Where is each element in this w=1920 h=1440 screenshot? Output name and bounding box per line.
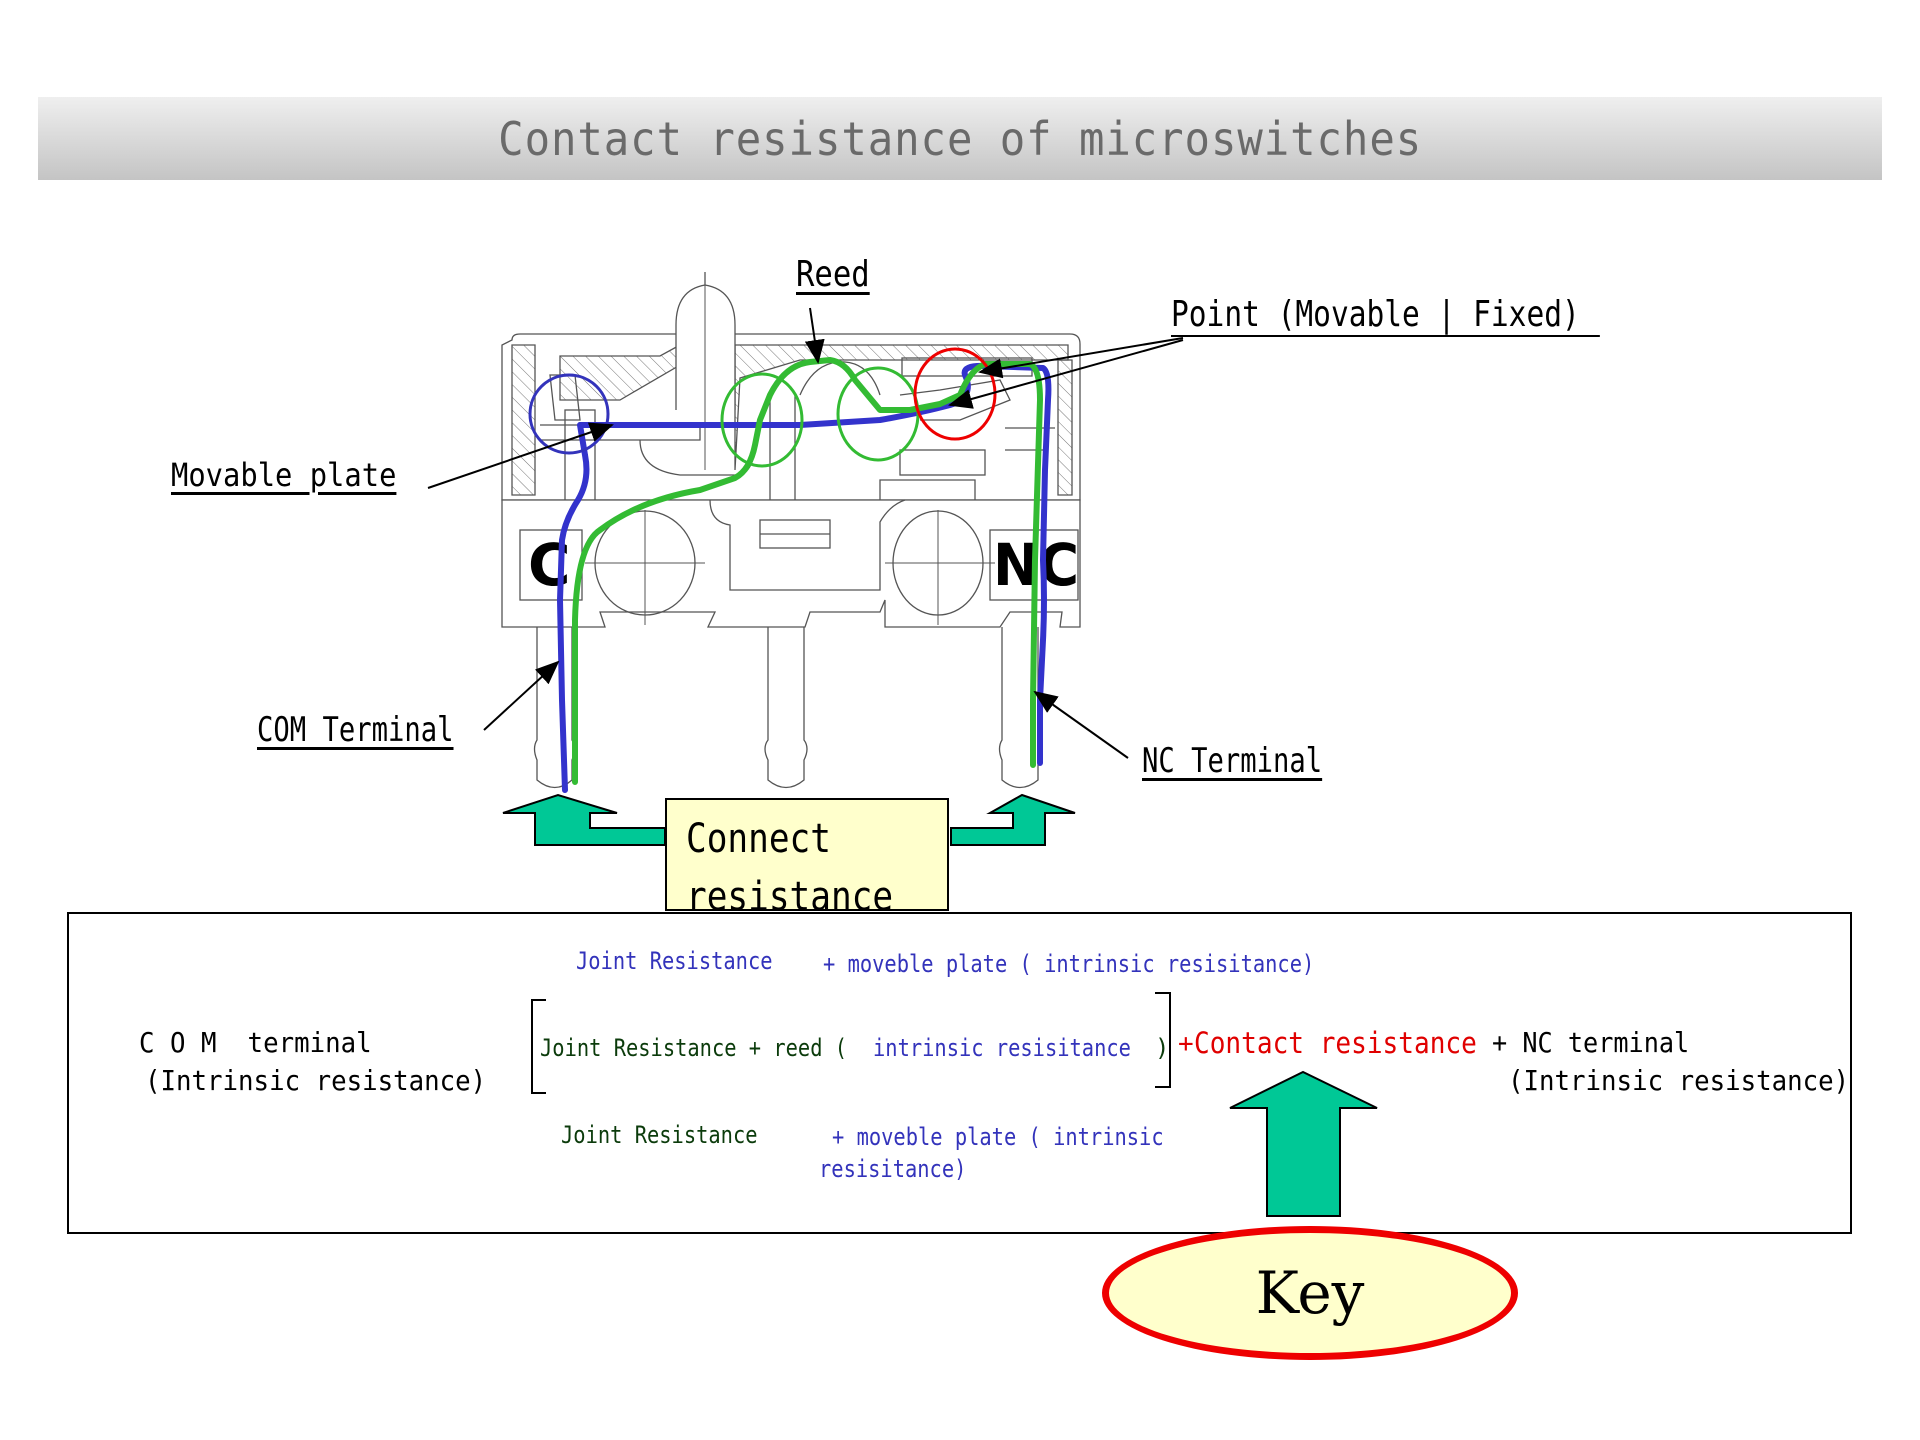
middle-joint-reed: Joint Resistance + reed ( — [540, 1034, 848, 1062]
top-moveble-plate: + moveble plate ( intrinsic resisitance) — [823, 950, 1315, 978]
leader-movable-plate — [427, 422, 614, 489]
contact-resistance: Contact resistance — [1194, 1026, 1477, 1060]
label-reed: Reed — [796, 254, 870, 295]
com-terminal-label: C O M terminal — [139, 1026, 372, 1059]
bottom-moveble-plate: + moveble plate ( intrinsic — [832, 1123, 1164, 1151]
title-bar: Contact resistance of microswitches — [38, 97, 1882, 180]
com-terminal-intrinsic: (Intrinsic resistance) — [145, 1064, 487, 1097]
leader-point-2 — [948, 339, 1184, 409]
plus-nc-terminal: + NC terminal — [1492, 1026, 1690, 1059]
highlight-joint-1 — [720, 372, 804, 468]
leader-nc-terminal — [1033, 690, 1129, 759]
label-point: Point (Movable | Fixed) — [1171, 294, 1600, 337]
highlight-contact-point — [913, 347, 997, 441]
arrow-from-key — [1229, 1070, 1378, 1217]
com-terminal-pin — [533, 627, 576, 789]
middle-intrinsic-resistance: intrinsic resisitance — [873, 1034, 1131, 1062]
formula-box — [67, 912, 1852, 1234]
middle-terminal-pin — [764, 627, 808, 789]
nc-terminal-intrinsic: (Intrinsic resistance) — [1508, 1064, 1850, 1097]
highlight-movable-plate — [528, 373, 610, 455]
arrow-to-nc-terminal — [950, 793, 1076, 846]
leader-com-terminal — [483, 660, 560, 731]
top-joint-resistance: Joint Resistance — [576, 947, 773, 975]
key-ellipse: Key — [1102, 1226, 1518, 1360]
housing-hatch-top — [734, 344, 1069, 471]
connect-resistance-line1: Connect — [686, 816, 831, 862]
bottom-resistance: resisitance) — [819, 1155, 967, 1183]
bracket-right — [1155, 992, 1171, 1088]
page-title: Contact resistance of microswitches — [498, 111, 1422, 166]
bracket-left — [531, 999, 546, 1094]
switch-housing — [501, 272, 1081, 789]
reed-arc — [799, 361, 881, 396]
leader-point-1 — [978, 337, 1184, 379]
middle-close-paren: ) — [1155, 1034, 1170, 1062]
arrow-to-com-terminal — [502, 793, 666, 846]
switch-lower-body — [501, 499, 1081, 628]
housing-hatch-right — [1057, 359, 1073, 496]
label-com-terminal: COM Terminal — [257, 710, 454, 750]
connect-resistance-box: Connect resistance — [665, 798, 949, 920]
connect-resistance-line2: resistance — [686, 874, 894, 920]
bottom-joint-resistance: Joint Resistance — [561, 1121, 758, 1149]
label-nc-terminal: NC Terminal — [1142, 741, 1323, 781]
label-movable-plate: Movable plate — [171, 456, 397, 494]
key-label: Key — [1255, 1259, 1365, 1327]
plus-contact: + — [1178, 1029, 1194, 1059]
leader-reed — [804, 307, 825, 364]
